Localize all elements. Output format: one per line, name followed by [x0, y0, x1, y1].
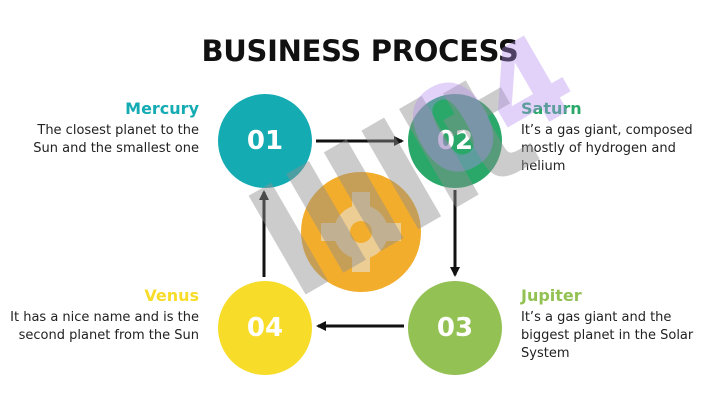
step-03-description: It’s a gas giant and the biggest planet … [521, 310, 694, 361]
step-01-heading: Mercury [125, 99, 199, 118]
step-02-number: 02 [436, 126, 474, 156]
step-03-heading: Jupiter [521, 286, 582, 305]
step-01-number: 01 [246, 126, 284, 156]
step-01-description: The closest planet to the Sun and the sm… [33, 123, 199, 156]
step-04-description: It has a nice name and is the second pla… [10, 310, 199, 343]
step-04-heading: Venus [144, 286, 199, 305]
step-01-circle: 01 [218, 94, 312, 188]
step-03-circle: 03 [408, 281, 502, 375]
step-03-number: 03 [436, 313, 474, 343]
page-title: BUSINESS PROCESS [201, 34, 519, 68]
step-02-circle: 02 [408, 94, 502, 188]
step-04-number: 04 [246, 313, 284, 343]
step-02-heading: Saturn [521, 99, 582, 118]
step-04-circle: 04 [218, 281, 312, 375]
step-02-description: It’s a gas giant, composed mostly of hyd… [521, 123, 693, 174]
